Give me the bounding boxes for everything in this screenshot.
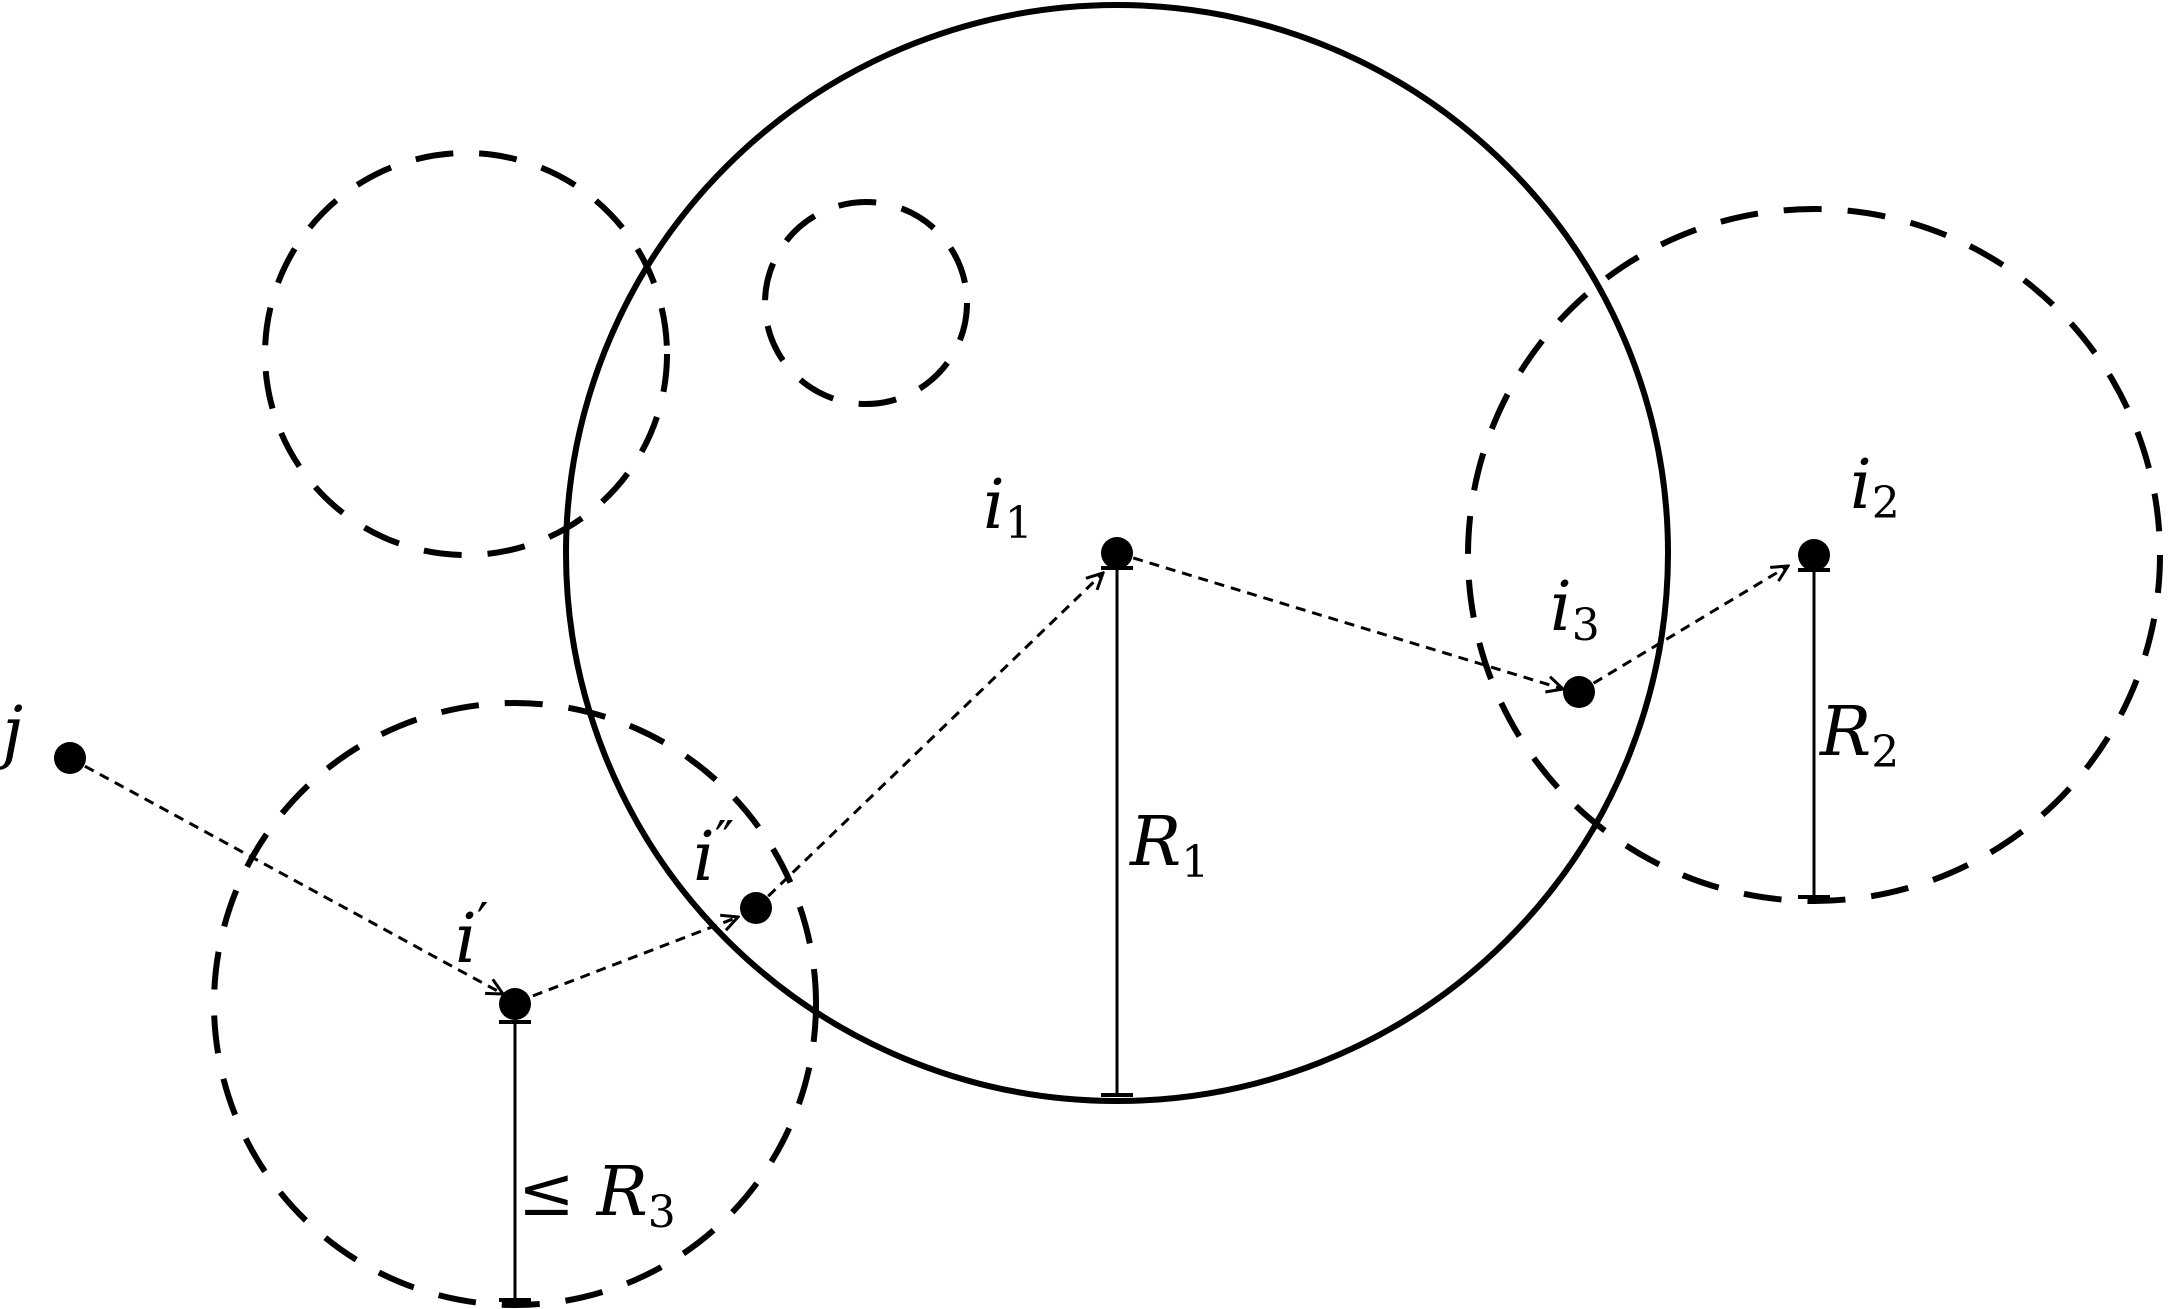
dashed-circle-upper-left — [262, 150, 670, 558]
node-i-double-prime — [740, 892, 772, 924]
node-i2 — [1798, 539, 1830, 571]
dashed-circle-i2 — [1465, 206, 2163, 904]
arrow-i1-to-i3 — [1116, 551, 1563, 689]
circle-i1 — [563, 2, 1671, 1104]
label-i3: i3 — [1550, 568, 1600, 651]
label-i-double-prime: i″ — [693, 811, 734, 897]
radius-r1 — [1101, 553, 1133, 1097]
dashed-circle-small-top — [762, 199, 970, 407]
label-r1: R1 — [1128, 803, 1209, 888]
node-j — [54, 742, 86, 774]
label-r2: R2 — [1818, 693, 1899, 778]
arrow-i-double-prime-to-i1 — [754, 573, 1103, 910]
label-j: j — [0, 693, 23, 772]
dashed-circle-i-prime — [211, 700, 819, 1308]
radius-r3 — [499, 1004, 531, 1302]
arrow-i3-to-i2 — [1578, 566, 1788, 694]
label-i-prime: i′ — [455, 893, 489, 979]
node-i-prime — [499, 988, 531, 1020]
label-r3: ≤ R3 — [518, 1153, 676, 1238]
node-i1 — [1101, 537, 1133, 569]
arrow-j-to-i-prime — [69, 756, 503, 994]
node-i3 — [1563, 676, 1595, 708]
label-i1: i1 — [983, 466, 1033, 549]
arrow-i-prime-to-i-double-prime — [516, 917, 738, 1004]
label-i2: i2 — [1850, 446, 1900, 529]
